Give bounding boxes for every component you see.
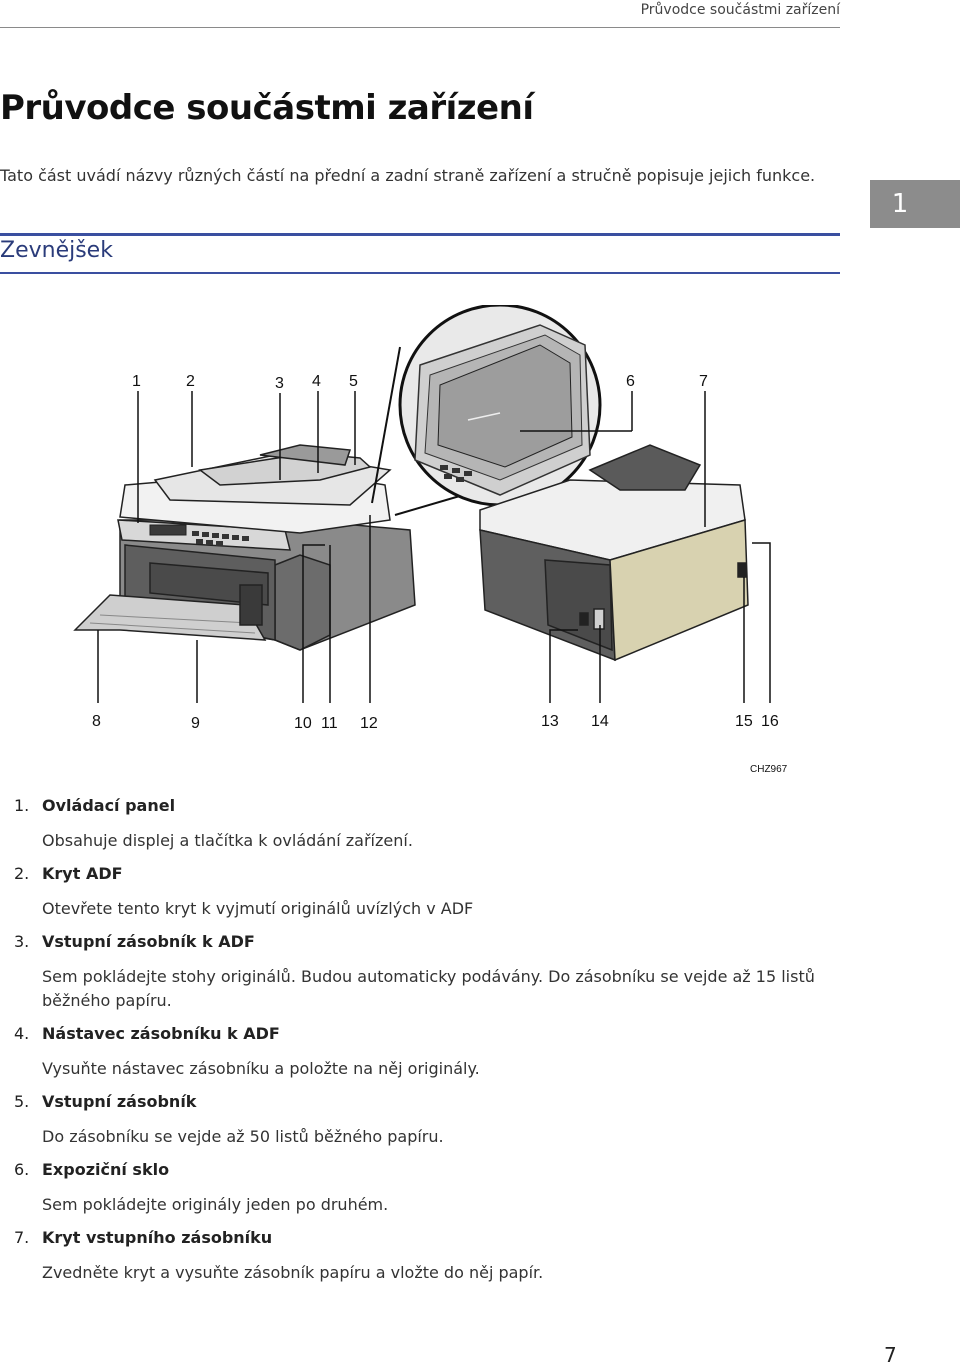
callout-10: 10 bbox=[294, 715, 312, 732]
section-rule-bottom bbox=[0, 272, 840, 274]
running-header: Průvodce součástmi zařízení bbox=[640, 2, 840, 18]
item-title: Expoziční sklo bbox=[42, 1160, 170, 1179]
callout-11: 11 bbox=[321, 715, 338, 732]
item-number: 6. bbox=[14, 1160, 30, 1179]
device-figure: 1 2 3 4 5 6 7 8 9 10 11 12 13 14 15 16 C… bbox=[0, 305, 960, 780]
item-number: 5. bbox=[14, 1092, 30, 1111]
callout-16: 16 bbox=[761, 713, 779, 730]
item-title: Vstupní zásobník k ADF bbox=[42, 932, 255, 951]
callout-6: 6 bbox=[626, 373, 635, 390]
section-heading: Zevnějšek bbox=[0, 238, 113, 263]
item-description: Vysuňte nástavec zásobníku a položte na … bbox=[42, 1059, 480, 1078]
leader-lines bbox=[97, 391, 771, 703]
chapter-tab: 1 bbox=[870, 180, 960, 228]
legend-item: 4. Nástavec zásobníku k ADF Vysuňte násta… bbox=[0, 1023, 840, 1091]
header-rule bbox=[0, 27, 840, 28]
callout-4: 4 bbox=[312, 373, 321, 390]
item-title: Kryt vstupního zásobníku bbox=[42, 1228, 273, 1247]
device-illustration: 1 2 3 4 5 6 7 8 9 10 11 12 13 14 15 16 C… bbox=[73, 305, 788, 775]
item-description: Obsahuje displej a tlačítka k ovládání z… bbox=[42, 831, 413, 850]
callout-12: 12 bbox=[360, 715, 378, 732]
legend-item: 6. Expoziční sklo Sem pokládejte originál… bbox=[0, 1159, 840, 1227]
callout-7: 7 bbox=[699, 373, 708, 390]
item-number: 1. bbox=[14, 796, 30, 815]
back-printer-drawing bbox=[479, 444, 749, 662]
callout-15: 15 bbox=[735, 713, 753, 730]
intro-paragraph: Tato část uvádí názvy různých částí na p… bbox=[0, 166, 816, 185]
callout-14: 14 bbox=[591, 713, 609, 730]
item-title: Kryt ADF bbox=[42, 864, 123, 883]
parts-legend: 1. Ovládací panel Obsahuje displej a tlač… bbox=[0, 795, 840, 1295]
legend-item: 1. Ovládací panel Obsahuje displej a tlač… bbox=[0, 795, 840, 863]
callout-9: 9 bbox=[191, 715, 200, 732]
item-title: Ovládací panel bbox=[42, 796, 176, 815]
front-printer-drawing bbox=[73, 444, 416, 651]
callout-1: 1 bbox=[132, 373, 141, 390]
magnifier-detail bbox=[371, 305, 602, 516]
item-description: Otevřete tento kryt k vyjmutí originálů … bbox=[42, 899, 474, 918]
chapter-number: 1 bbox=[891, 189, 909, 219]
legend-item: 2. Kryt ADF Otevřete tento kryt k vyjmutí… bbox=[0, 863, 840, 931]
page-title: Průvodce součástmi zařízení bbox=[0, 88, 534, 128]
callout-13: 13 bbox=[541, 713, 559, 730]
item-title: Vstupní zásobník bbox=[42, 1092, 197, 1111]
callout-5: 5 bbox=[349, 373, 358, 390]
item-title: Nástavec zásobníku k ADF bbox=[42, 1024, 280, 1043]
item-description: Sem pokládejte stohy originálů. Budou au… bbox=[42, 967, 815, 1010]
item-number: 3. bbox=[14, 932, 30, 951]
callout-labels: 1 2 3 4 5 6 7 8 9 10 11 12 13 14 15 16 C… bbox=[92, 373, 788, 775]
page-number: 7 bbox=[884, 1343, 897, 1367]
item-number: 7. bbox=[14, 1228, 30, 1247]
figure-code: CHZ967 bbox=[750, 764, 788, 775]
item-description: Do zásobníku se vejde až 50 listů běžnéh… bbox=[42, 1127, 444, 1146]
item-number: 4. bbox=[14, 1024, 30, 1043]
legend-item: 7. Kryt vstupního zásobníku Zvedněte kryt… bbox=[0, 1227, 840, 1295]
item-description: Sem pokládejte originály jeden po druhém… bbox=[42, 1195, 389, 1214]
section-rule-top bbox=[0, 233, 840, 236]
item-description: Zvedněte kryt a vysuňte zásobník papíru … bbox=[42, 1263, 544, 1282]
callout-8: 8 bbox=[92, 713, 101, 730]
callout-2: 2 bbox=[186, 373, 195, 390]
callout-3: 3 bbox=[275, 375, 284, 392]
legend-item: 3. Vstupní zásobník k ADF Sem pokládejte … bbox=[0, 931, 840, 1023]
item-number: 2. bbox=[14, 864, 30, 883]
legend-item: 5. Vstupní zásobník Do zásobníku se vejde… bbox=[0, 1091, 840, 1159]
